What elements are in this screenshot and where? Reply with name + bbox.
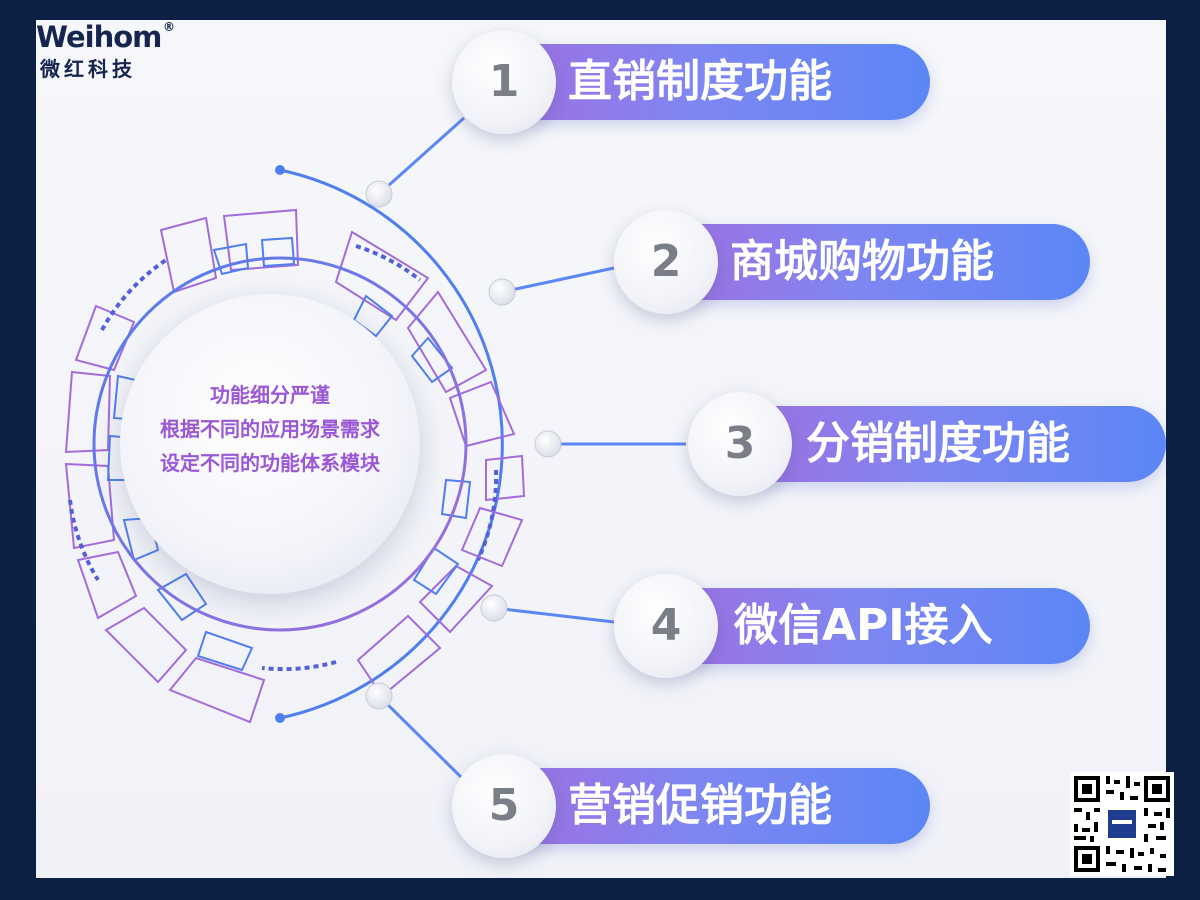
connector-2 [501, 266, 615, 294]
feature-number-3: 3 [688, 392, 792, 496]
feature-label-1: 直销制度功能 [568, 56, 832, 107]
diagram-rings [64, 116, 686, 782]
outer-arc [279, 168, 504, 720]
connector-1 [378, 116, 465, 196]
feature-number-2: 2 [614, 210, 718, 314]
feature-label-5: 营销促销功能 [568, 780, 832, 831]
feature-label-3: 分销制度功能 [806, 418, 1070, 469]
company-logo: Weihom ® 微红科技 [36, 20, 186, 81]
node-1 [365, 180, 393, 208]
feature-label-4: 微信API接入 [734, 600, 993, 651]
feature-pill-3: 分销制度功能 [738, 406, 1166, 482]
qr-code-graphic [1070, 772, 1174, 876]
connector-5 [377, 694, 466, 782]
arc-nodes [365, 180, 562, 710]
feature-number-4: 4 [614, 574, 718, 678]
logo-registered-mark: ® [163, 20, 175, 34]
arc-end-top [275, 165, 285, 175]
feature-pill-4: 微信API接入 [664, 588, 1090, 664]
feature-label-2: 商城购物功能 [730, 236, 994, 287]
feature-pill-5: 营销促销功能 [502, 768, 930, 844]
feature-item-3: 分销制度功能 3 [688, 392, 1166, 496]
feature-item-1: 直销制度功能 1 [452, 30, 932, 134]
feature-pill-1: 直销制度功能 [502, 44, 930, 120]
feature-number-5: 5 [452, 754, 556, 858]
node-2 [488, 278, 516, 306]
feature-pill-2: 商城购物功能 [664, 224, 1090, 300]
logo-wordmark: Weihom [36, 20, 162, 54]
middle-ring [92, 256, 468, 632]
node-3 [534, 430, 562, 458]
feature-item-2: 商城购物功能 2 [614, 210, 1094, 314]
center-line-2: 根据不同的应用场景需求 [160, 417, 380, 441]
node-5 [365, 682, 393, 710]
feature-item-5: 营销促销功能 5 [452, 754, 932, 858]
connector-4 [493, 606, 615, 624]
center-circle [120, 294, 420, 594]
center-line-1: 功能细分严谨 [210, 383, 330, 407]
arc-end-bottom [275, 713, 285, 723]
diagram-canvas: Weihom ® 微红科技 [36, 20, 1166, 878]
qr-code [1070, 772, 1174, 876]
connector-lines [377, 116, 686, 782]
center-description: 功能细分严谨 根据不同的应用场景需求 设定不同的功能体系模块 [120, 378, 420, 480]
feature-number-1: 1 [452, 30, 556, 134]
center-line-3: 设定不同的功能体系模块 [160, 451, 380, 475]
logo-chinese-name: 微红科技 [40, 57, 136, 81]
dashed-accents [68, 244, 499, 672]
feature-item-4: 微信API接入 4 [614, 574, 1094, 678]
node-4 [480, 594, 508, 622]
